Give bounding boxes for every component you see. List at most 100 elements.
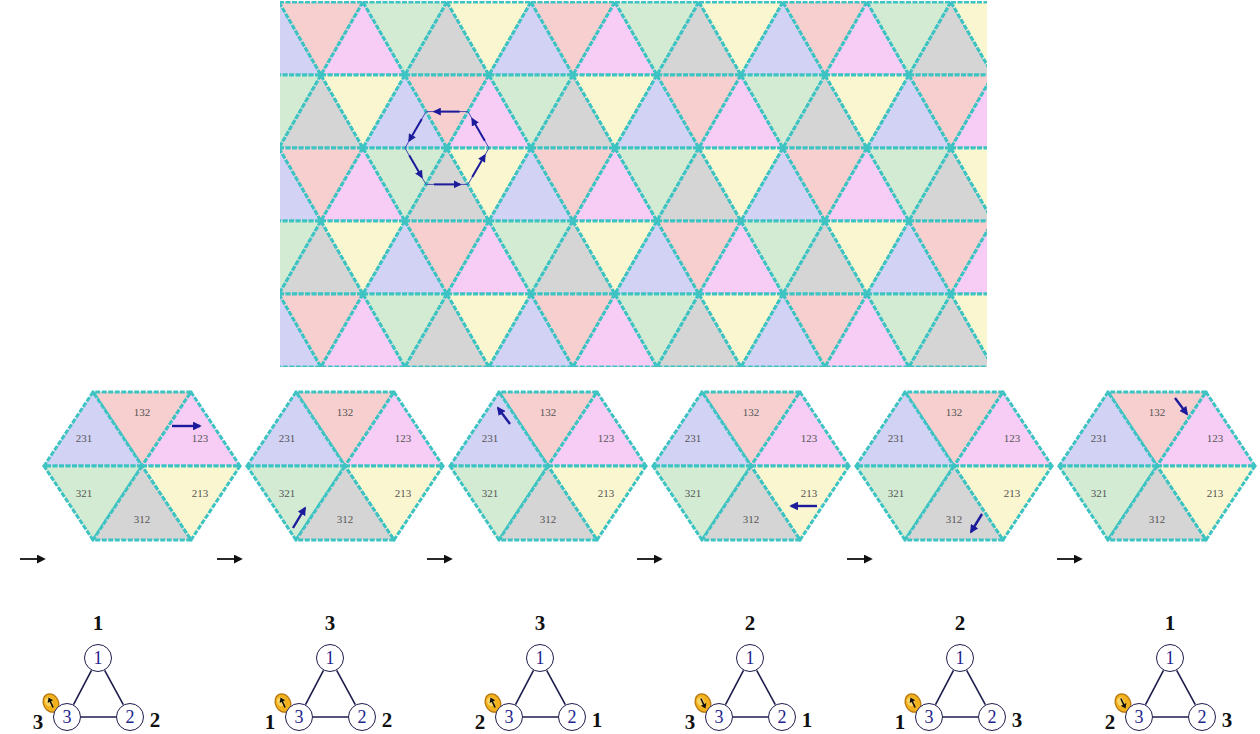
permutation-label: 123 [1004, 433, 1021, 444]
position-number: 2 [382, 710, 393, 731]
vertex-circle: 1 [946, 644, 974, 672]
graph-edge [936, 670, 954, 704]
permutation-triangle: 312 [905, 466, 1003, 540]
vertex-circle: 1 [1156, 644, 1184, 672]
triangle-shape [954, 392, 1052, 466]
graph-edge [733, 716, 768, 718]
vertex-circle: 1 [316, 644, 344, 672]
vertex-circle: 3 [53, 703, 81, 731]
graph-edge [81, 716, 116, 718]
vertex-number: 1 [1166, 649, 1175, 667]
graph-edge [74, 670, 92, 704]
hexagon-outline [405, 112, 489, 185]
triangle-shape [296, 466, 394, 540]
permutation-triangle: 312 [93, 466, 191, 540]
triangle-fill [93, 466, 191, 540]
triangle-fill [856, 392, 954, 466]
token-shine [906, 696, 916, 707]
permutation-triangle: 123 [345, 392, 443, 466]
graph-edge [313, 716, 348, 718]
triangle-shape [702, 466, 800, 540]
triangle-shape [548, 392, 646, 466]
rotation-arrow [434, 183, 460, 185]
vertex-circle: 3 [915, 703, 943, 731]
triangle-fill [450, 392, 548, 466]
triangle-fill [345, 392, 443, 466]
rotation-hexagon [405, 112, 489, 185]
permutation-triangle: 231 [856, 392, 954, 466]
triangle-shape [499, 466, 597, 540]
triangle-shape [450, 392, 548, 466]
token-arrow [282, 701, 285, 707]
vertex-circle: 2 [558, 703, 586, 731]
vertex-number: 1 [536, 649, 545, 667]
permutation-triangle: 231 [450, 392, 548, 466]
step-arrow [847, 558, 871, 560]
triangle-fill [1108, 466, 1206, 540]
permutation-triangle: 312 [296, 466, 394, 540]
vertex-number: 2 [778, 708, 787, 726]
vertex-number: 1 [94, 649, 103, 667]
permutation-label: 231 [1091, 433, 1108, 444]
permutation-label: 123 [192, 433, 209, 444]
permutation-label: 132 [540, 407, 557, 418]
graph-edge [1177, 670, 1196, 704]
permutation-label: 132 [743, 407, 760, 418]
permutation-triangle: 123 [954, 392, 1052, 466]
move-arrow [1175, 398, 1187, 414]
rotation-arrow [434, 111, 459, 113]
triangle-shape [1059, 392, 1157, 466]
triangle-fill [905, 466, 1003, 540]
position-number: 1 [265, 712, 276, 733]
move-arrow [791, 505, 817, 507]
vertex-circle: 3 [1125, 703, 1153, 731]
token-arrow [50, 701, 53, 707]
triangle-fill [1157, 392, 1255, 466]
permutation-label: 213 [598, 488, 615, 499]
position-number: 3 [1012, 710, 1023, 731]
vertex-number: 2 [1198, 708, 1207, 726]
graph-edge [337, 670, 356, 704]
vertex-number: 3 [295, 708, 304, 726]
position-number: 3 [1222, 710, 1233, 731]
permutation-triangle: 231 [1059, 392, 1157, 466]
permutation-label: 312 [540, 514, 557, 525]
tokens [40, 691, 1134, 715]
permutation-triangle: 123 [751, 392, 849, 466]
position-number: 1 [895, 712, 906, 733]
position-number: 2 [745, 613, 756, 634]
token-arrow-head [46, 696, 53, 703]
permutation-triangle: 123 [548, 392, 646, 466]
vertex-circle: 2 [1188, 703, 1216, 731]
triangle-fill [142, 392, 240, 466]
permutation-label: 312 [337, 514, 354, 525]
position-number: 1 [802, 710, 813, 731]
triangle-shape [1157, 392, 1255, 466]
step-arrow [427, 558, 451, 560]
vertex-number: 2 [568, 708, 577, 726]
vertex-circle: 2 [768, 703, 796, 731]
vertex-circle: 2 [116, 703, 144, 731]
permutation-triangle: 312 [1108, 466, 1206, 540]
token-arrow [912, 701, 915, 707]
graph-edge [757, 670, 776, 704]
triangle-shape [905, 466, 1003, 540]
token-arrow-head [278, 696, 285, 703]
token-arrow-head [488, 696, 495, 703]
permutation-label: 312 [134, 514, 151, 525]
vertex-number: 1 [956, 649, 965, 667]
tile-triangle [951, 148, 987, 221]
permutation-label: 321 [482, 488, 499, 499]
permutation-label: 123 [801, 433, 818, 444]
step-arrows [20, 559, 1081, 560]
position-number: 3 [685, 712, 696, 733]
triangle-shape [1108, 466, 1206, 540]
token-arrow [701, 698, 704, 704]
permutation-label: 213 [395, 488, 412, 499]
graph-edge [967, 670, 986, 704]
token-arrow [492, 701, 495, 707]
permutation-label: 231 [279, 433, 296, 444]
vertex-circle: 3 [705, 703, 733, 731]
vertex-circle: 1 [84, 644, 112, 672]
